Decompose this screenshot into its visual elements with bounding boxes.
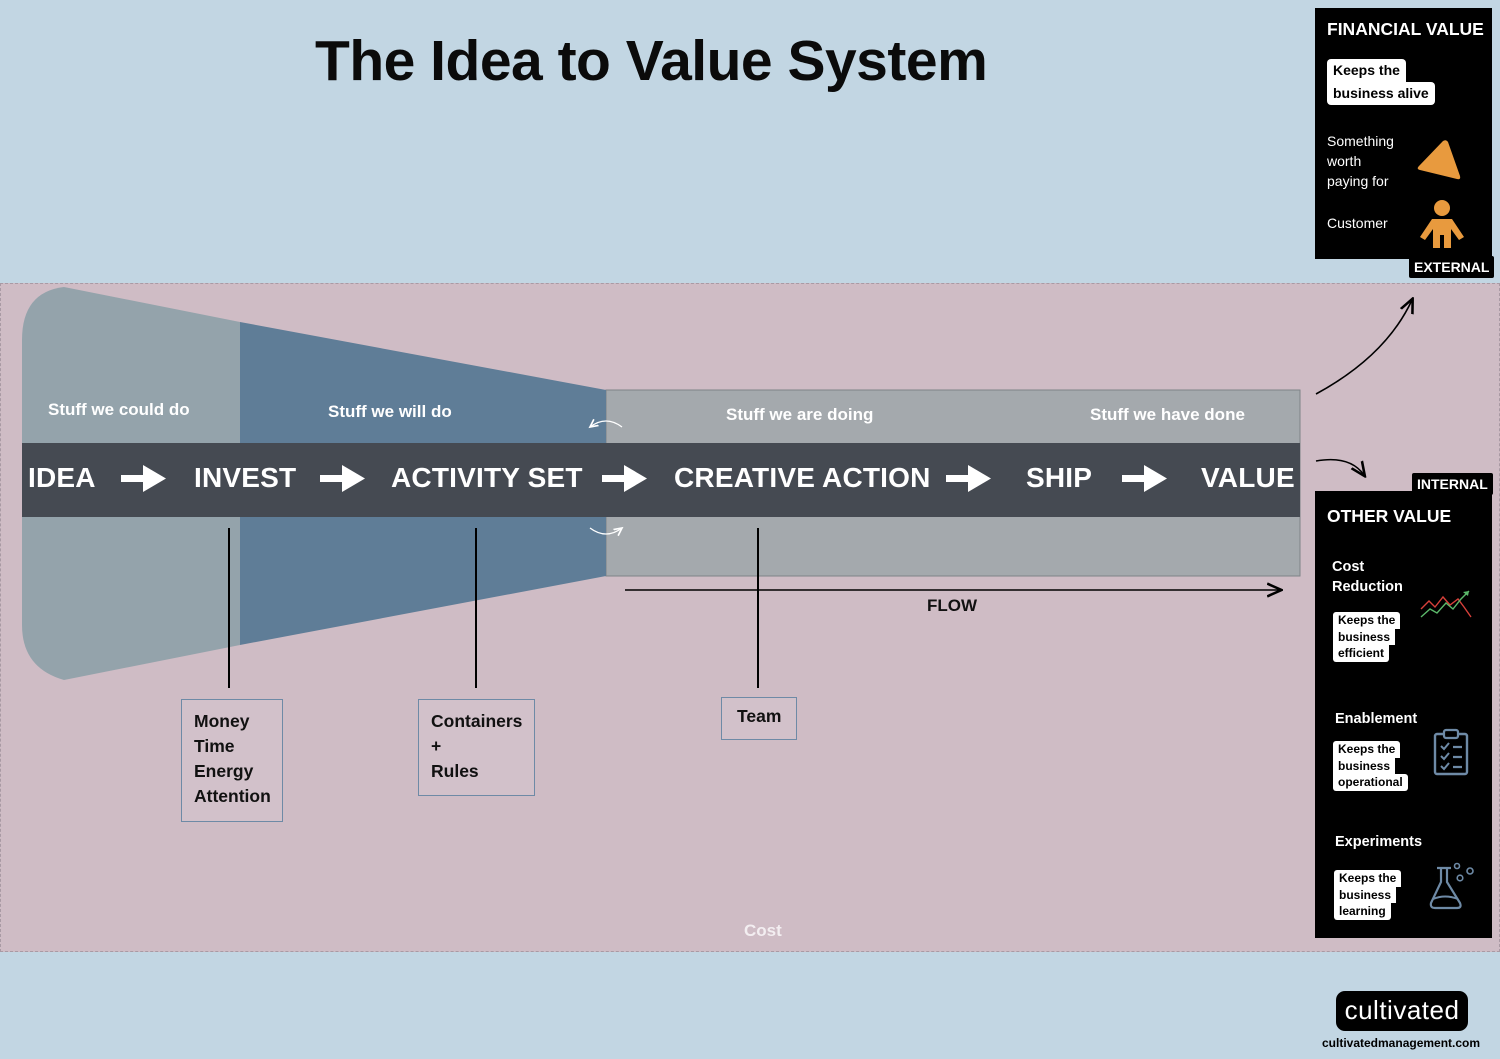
other-value-panel: OTHER VALUE Cost Reduction Keeps the bus… [1315,491,1492,938]
page-title: The Idea to Value System [315,29,988,93]
stage-creative-action: CREATIVE ACTION [674,462,931,493]
customer-text: Customer [1327,215,1388,231]
stage-arrow [121,465,166,492]
callout-item: + [431,736,442,756]
callout-item: Time [194,736,235,756]
callout-item: Containers [431,711,523,731]
other-value-title: OTHER VALUE [1327,506,1452,526]
clipboard-icon [1433,728,1469,776]
external-tag: EXTERNAL [1409,256,1495,278]
stage-idea: IDEA [28,462,96,493]
stage-arrow [320,465,365,492]
invest-callout-box: Money Time Energy Attention [181,699,283,822]
cost-reduction-heading: Cost Reduction [1332,559,1403,595]
enablement-chip: Keeps the business operational [1333,741,1408,791]
internal-tag: INTERNAL [1412,473,1493,495]
internal-value-arrow [1315,458,1364,475]
cultivated-logo: cultivated [1336,991,1468,1031]
flask-icon [1429,862,1474,910]
financial-value-title: FINANCIAL VALUE [1327,19,1484,39]
external-value-arrow [1315,300,1412,395]
financial-value-panel: FINANCIAL VALUE Keeps the business alive… [1315,8,1492,259]
zone-label-doing: Stuff we are doing [726,405,874,424]
feedback-arrow [589,528,622,534]
zone-label-could-do: Stuff we could do [48,400,190,419]
person-icon [1420,200,1464,248]
experiments-chip: Keeps the business learning [1334,870,1402,920]
enablement-heading: Enablement [1335,711,1418,727]
creative-action-callout-box: Team [721,697,797,740]
cost-reduction-chip: Keeps the business efficient [1333,612,1401,662]
callout-item: Rules [431,761,479,781]
stage-ship: SHIP [1026,462,1093,493]
stage-arrow [1122,465,1167,492]
activity-set-callout-box: Containers + Rules [418,699,535,796]
zone-label-will-do: Stuff we will do [328,402,452,421]
triangle-icon [1417,140,1461,180]
callout-item: Attention [194,786,271,806]
website-link[interactable]: cultivatedmanagement.com [1322,1036,1481,1050]
cost-label: Cost [744,921,782,940]
financial-value-chip: Keeps the business alive [1327,59,1435,105]
experiments-heading: Experiments [1335,834,1423,850]
stage-arrow [602,465,647,492]
callout-item: Team [737,706,782,726]
stage-invest: INVEST [194,462,297,493]
feedback-arrow [590,421,623,427]
pipeline-bar [22,443,1300,517]
stage-arrow [946,465,991,492]
stage-activity-set: ACTIVITY SET [391,462,583,493]
trend-chart-icon [1420,590,1472,618]
stage-value: VALUE [1201,462,1295,493]
product-text: Something worth paying for [1327,133,1394,189]
zone-label-done: Stuff we have done [1090,405,1245,424]
callout-item: Energy [194,761,254,781]
flow-label: FLOW [927,596,978,615]
callout-item: Money [194,711,250,731]
